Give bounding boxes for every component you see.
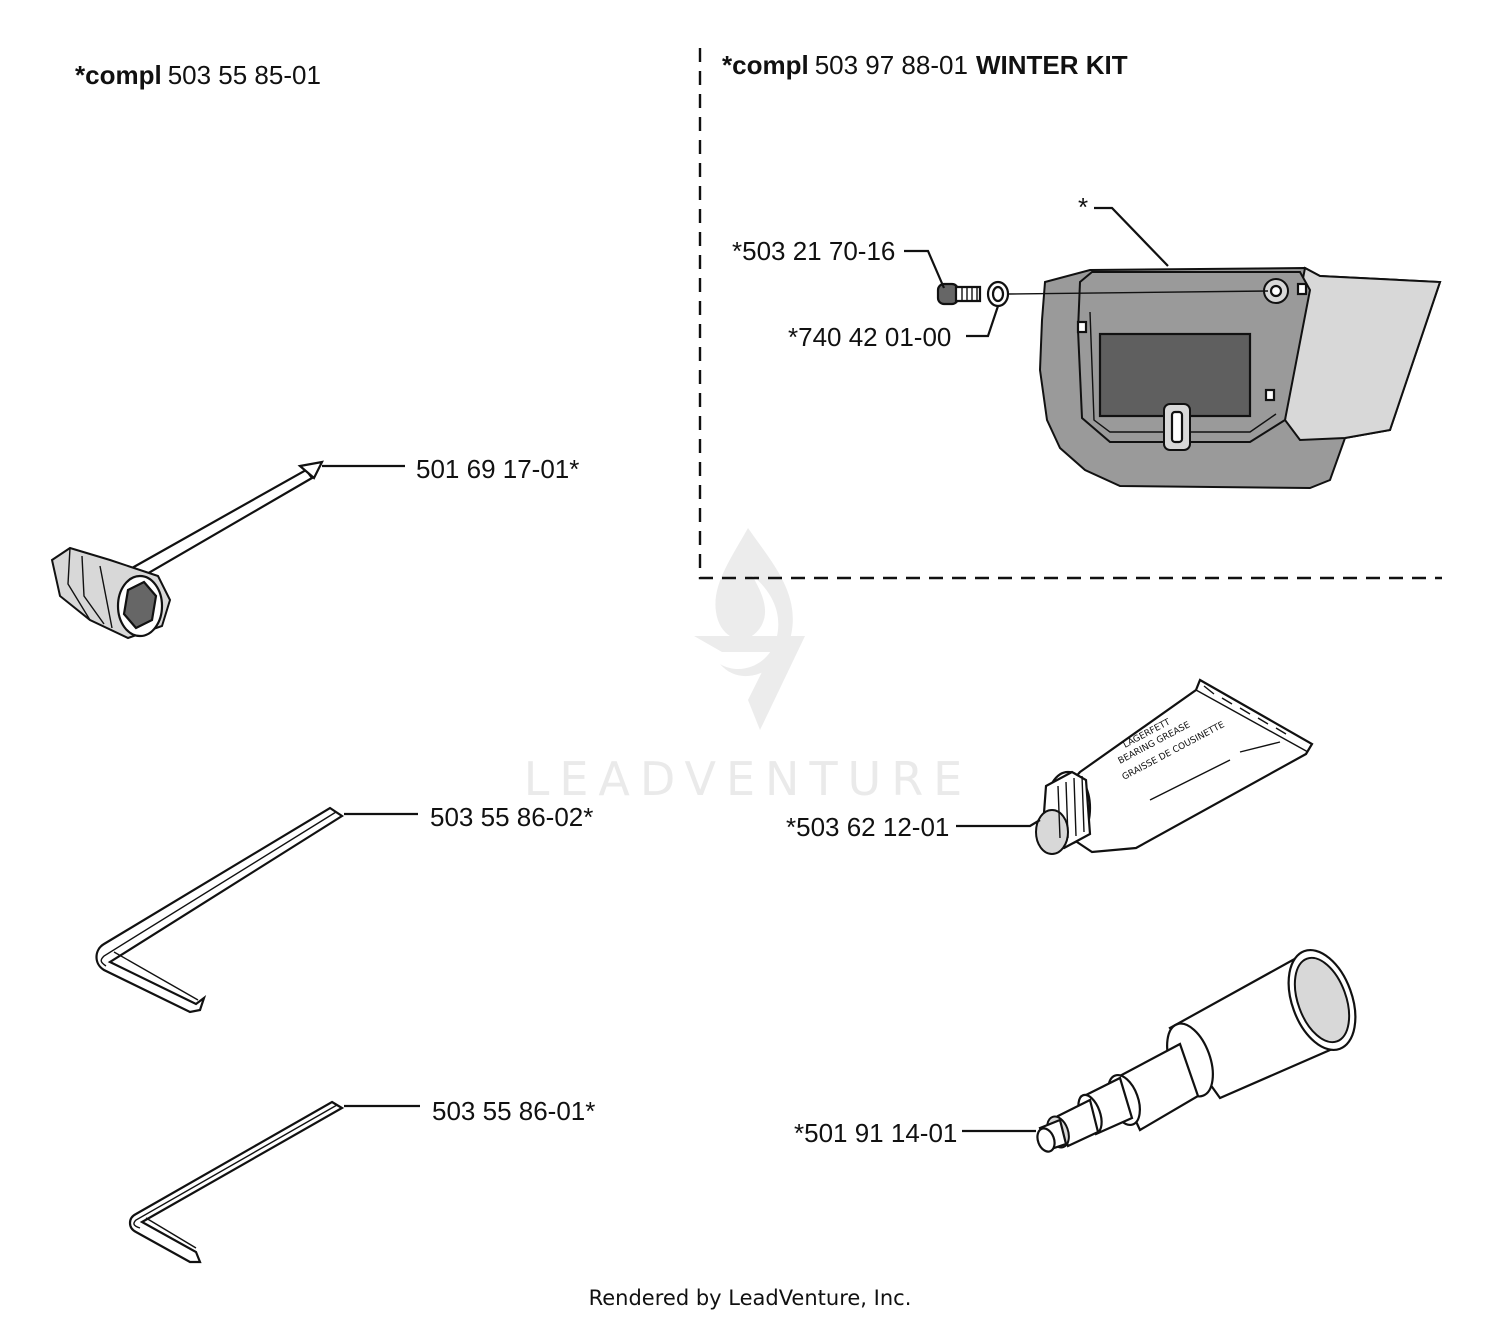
- washer-label: *740 42 01-00: [788, 322, 951, 352]
- spark-plug-wrench-part: [50, 460, 324, 640]
- winter-cover-leader: [1094, 206, 1169, 267]
- tool-part: [1036, 948, 1357, 1153]
- hex-key-small-part: [128, 1100, 345, 1264]
- winter-cover-label: *: [1078, 192, 1088, 222]
- watermark-text: LEADVENTURE: [524, 752, 973, 806]
- screw-axis-line: [1007, 290, 1269, 295]
- grease-tube-label: *503 62 12-01: [786, 812, 949, 842]
- flame-icon: [715, 528, 793, 677]
- washer-part: [986, 280, 1010, 308]
- watermark: LEADVENTURE: [524, 528, 973, 806]
- winter-cover-part: [1038, 266, 1442, 490]
- grease-tube-leader: [956, 819, 1041, 828]
- lv-mark-icon: [694, 636, 805, 730]
- screw-label: *503 21 70-16: [732, 236, 895, 266]
- hex-key-small-label: 503 55 86-01*: [432, 1096, 595, 1126]
- footer-credit: Rendered by LeadVenture, Inc.: [588, 1286, 912, 1310]
- tool-label: *501 91 14-01: [794, 1118, 957, 1148]
- hex-key-large-label: 503 55 86-02*: [430, 802, 593, 832]
- hex-key-large-part: [95, 806, 345, 1014]
- winter-kit-frame: [698, 48, 1442, 580]
- screw-leader: [904, 249, 946, 289]
- washer-leader: [966, 305, 1000, 338]
- grease-tube-part: LAGERFETT BEARING GREASE GRAISSE DE COUS…: [1035, 678, 1314, 855]
- screw-part: [936, 282, 982, 306]
- wrench-label: 501 69 17-01*: [416, 454, 579, 484]
